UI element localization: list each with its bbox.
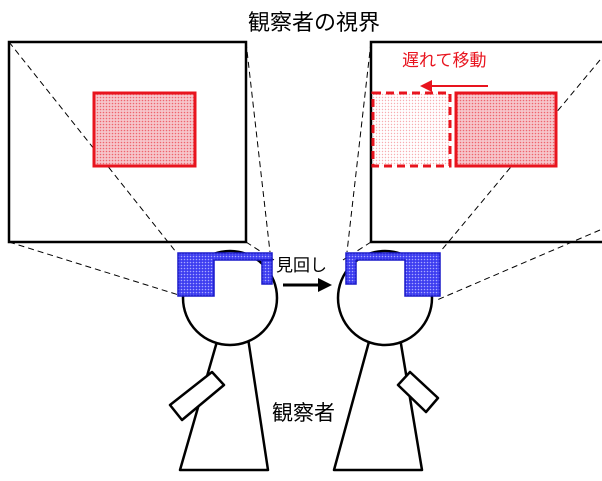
right-target-object bbox=[454, 91, 558, 168]
left-hmd bbox=[177, 252, 273, 297]
title-observer-view: 観察者の視界 bbox=[248, 11, 380, 36]
left-target-object bbox=[92, 91, 197, 168]
right-observer-arm bbox=[396, 370, 440, 414]
look-around-label: 見回し bbox=[276, 256, 327, 276]
left-arrow-icon bbox=[420, 80, 488, 92]
observer-label: 観察者 bbox=[272, 401, 335, 425]
ghost-target-previous-position bbox=[371, 91, 452, 168]
right-view-panel: 遅れて移動 bbox=[342, 40, 602, 301]
delayed-movement-label: 遅れて移動 bbox=[402, 51, 487, 71]
right-observer-figure bbox=[332, 249, 441, 472]
left-observer-figure bbox=[168, 249, 279, 472]
right-hmd bbox=[345, 252, 441, 297]
right-observer-body bbox=[332, 336, 424, 472]
right-arrow-icon bbox=[283, 278, 332, 292]
left-view-panel bbox=[7, 40, 275, 297]
left-observer-arm bbox=[168, 370, 226, 422]
